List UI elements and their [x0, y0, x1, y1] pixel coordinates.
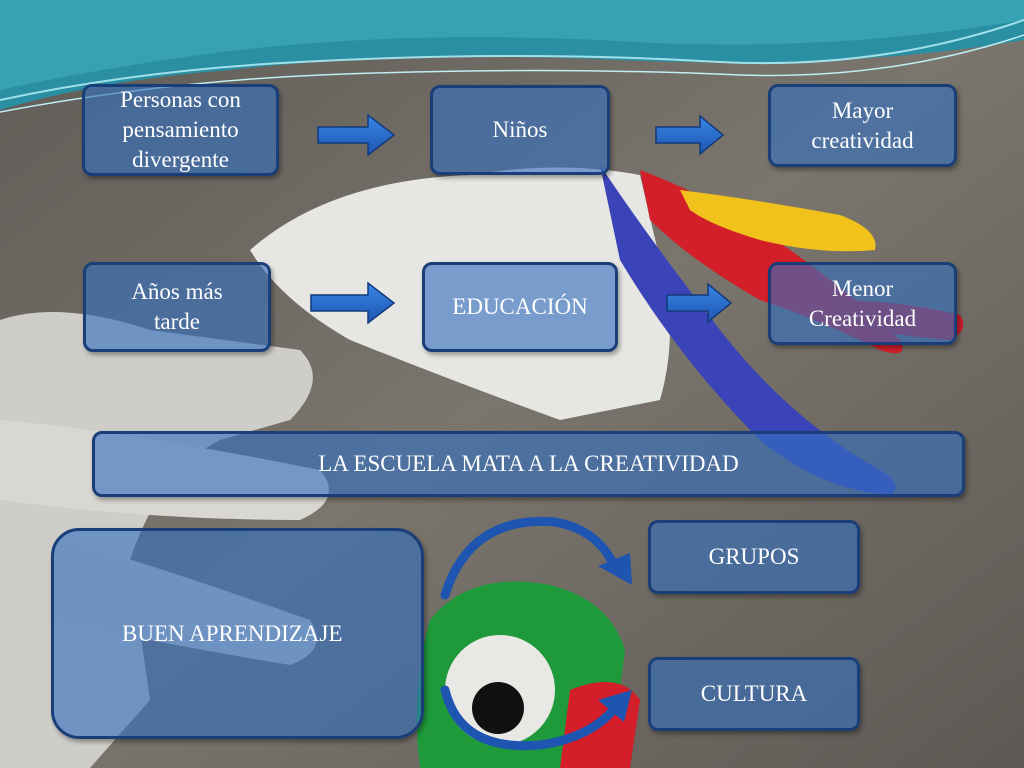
box-label: Niños: [492, 117, 548, 142]
right-arrow-icon: [655, 114, 725, 156]
box-label: CULTURA: [700, 681, 808, 706]
box-cultura: CULTURA: [648, 657, 860, 731]
box-anos-mas-tarde: Años más tarde: [83, 262, 271, 352]
box-label: Personas con pensamiento divergente: [120, 87, 241, 172]
box-educacion: EDUCACIÓN: [422, 262, 618, 352]
box-ninos: Niños: [430, 85, 610, 175]
curved-arrow-icon: [440, 685, 620, 751]
box-label: GRUPOS: [708, 544, 800, 569]
box-label: EDUCACIÓN: [452, 294, 588, 319]
box-label: Mayor creatividad: [811, 97, 914, 153]
curved-arrow-head-icon: [598, 690, 632, 722]
banner-escuela: LA ESCUELA MATA A LA CREATIVIDAD: [92, 431, 965, 497]
box-personas-divergentes: Personas con pensamiento divergente: [82, 84, 279, 176]
box-label: Menor Creatividad: [808, 275, 917, 331]
box-menor-creatividad: Menor Creatividad: [768, 262, 957, 345]
right-arrow-icon: [666, 282, 733, 324]
box-buen-aprendizaje: BUEN APRENDIZAJE: [51, 528, 424, 739]
banner-label: LA ESCUELA MATA A LA CREATIVIDAD: [318, 451, 739, 476]
box-label: Años más tarde: [131, 279, 223, 334]
curved-arrow-icon: [440, 516, 621, 600]
box-grupos: GRUPOS: [648, 520, 860, 594]
curved-arrow-head-icon: [598, 553, 632, 585]
box-label: BUEN APRENDIZAJE: [122, 620, 343, 646]
right-arrow-icon: [310, 281, 396, 325]
box-mayor-creatividad: Mayor creatividad: [768, 84, 957, 167]
right-arrow-icon: [317, 113, 396, 157]
